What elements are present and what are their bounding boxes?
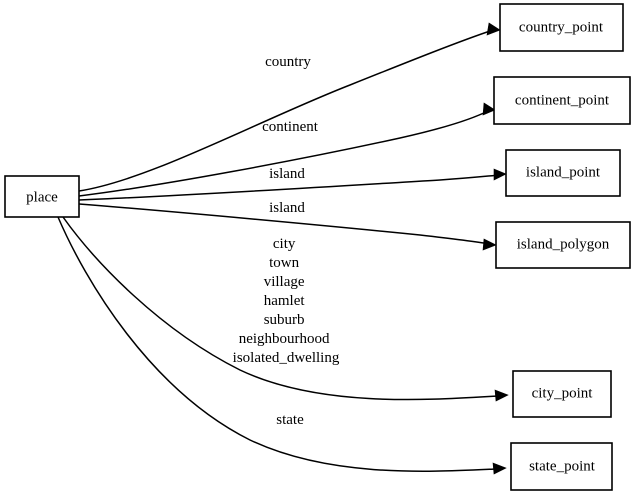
node-box <box>493 76 631 125</box>
node-label: island_point <box>526 164 601 180</box>
arrow-head-icon <box>486 22 501 36</box>
edge-label-island-polygon: island <box>269 200 305 216</box>
edge-label-country: country <box>265 54 311 70</box>
node-box <box>505 149 621 197</box>
arrow-head-icon <box>492 462 507 475</box>
node-box <box>4 175 80 218</box>
edge-label-line: village <box>264 274 305 290</box>
edge-place-continent_point[interactable]: continent <box>78 102 496 197</box>
edge-place-island_point[interactable]: island <box>78 166 507 201</box>
edge-layer: country continent island island city tow… <box>57 22 509 475</box>
arrow-head-icon <box>482 238 497 251</box>
arrow-head-icon <box>494 389 509 402</box>
edge-label-continent: continent <box>262 119 319 135</box>
edge-place-country_point[interactable]: country <box>78 22 501 192</box>
node-layer: place country_point continent_point isla… <box>4 3 631 491</box>
node-label: island_polygon <box>517 236 610 252</box>
node-box <box>499 3 624 52</box>
edge-label-city-group: city town village hamlet suburb neighbou… <box>233 236 340 366</box>
arrow-head-icon <box>493 168 507 181</box>
edge-label-line: town <box>269 255 300 271</box>
edge-path <box>57 216 497 473</box>
node-box <box>512 370 612 418</box>
edge-label-line: neighbourhood <box>239 331 330 347</box>
node-label: state_point <box>529 458 596 474</box>
edge-path <box>62 216 499 401</box>
edge-path <box>78 110 489 197</box>
edge-label-line: isolated_dwelling <box>233 350 340 366</box>
edge-path <box>78 29 494 192</box>
node-label: continent_point <box>515 92 610 108</box>
node-label: place <box>26 189 58 205</box>
edge-place-island_polygon[interactable]: island <box>78 200 497 251</box>
edge-path <box>78 203 491 245</box>
edge-label-state: state <box>276 412 304 428</box>
arrow-head-icon <box>482 102 496 116</box>
edge-path <box>78 174 501 201</box>
edge-label-island-point: island <box>269 166 305 182</box>
node-continent-point[interactable]: continent_point <box>493 76 631 125</box>
node-city-point[interactable]: city_point <box>512 370 612 418</box>
edge-place-state_point[interactable]: state <box>57 216 507 475</box>
node-box <box>495 221 631 269</box>
edge-label-line: suburb <box>264 312 305 328</box>
node-country-point[interactable]: country_point <box>499 3 624 52</box>
edge-label-line: city <box>273 236 296 252</box>
node-island-polygon[interactable]: island_polygon <box>495 221 631 269</box>
node-state-point[interactable]: state_point <box>510 442 613 491</box>
node-place[interactable]: place <box>4 175 80 218</box>
edge-label-line: hamlet <box>264 293 306 309</box>
node-label: city_point <box>532 385 594 401</box>
node-box <box>510 442 613 491</box>
edge-place-city_point[interactable]: city town village hamlet suburb neighbou… <box>62 216 509 402</box>
node-label: country_point <box>519 19 604 35</box>
node-island-point[interactable]: island_point <box>505 149 621 197</box>
